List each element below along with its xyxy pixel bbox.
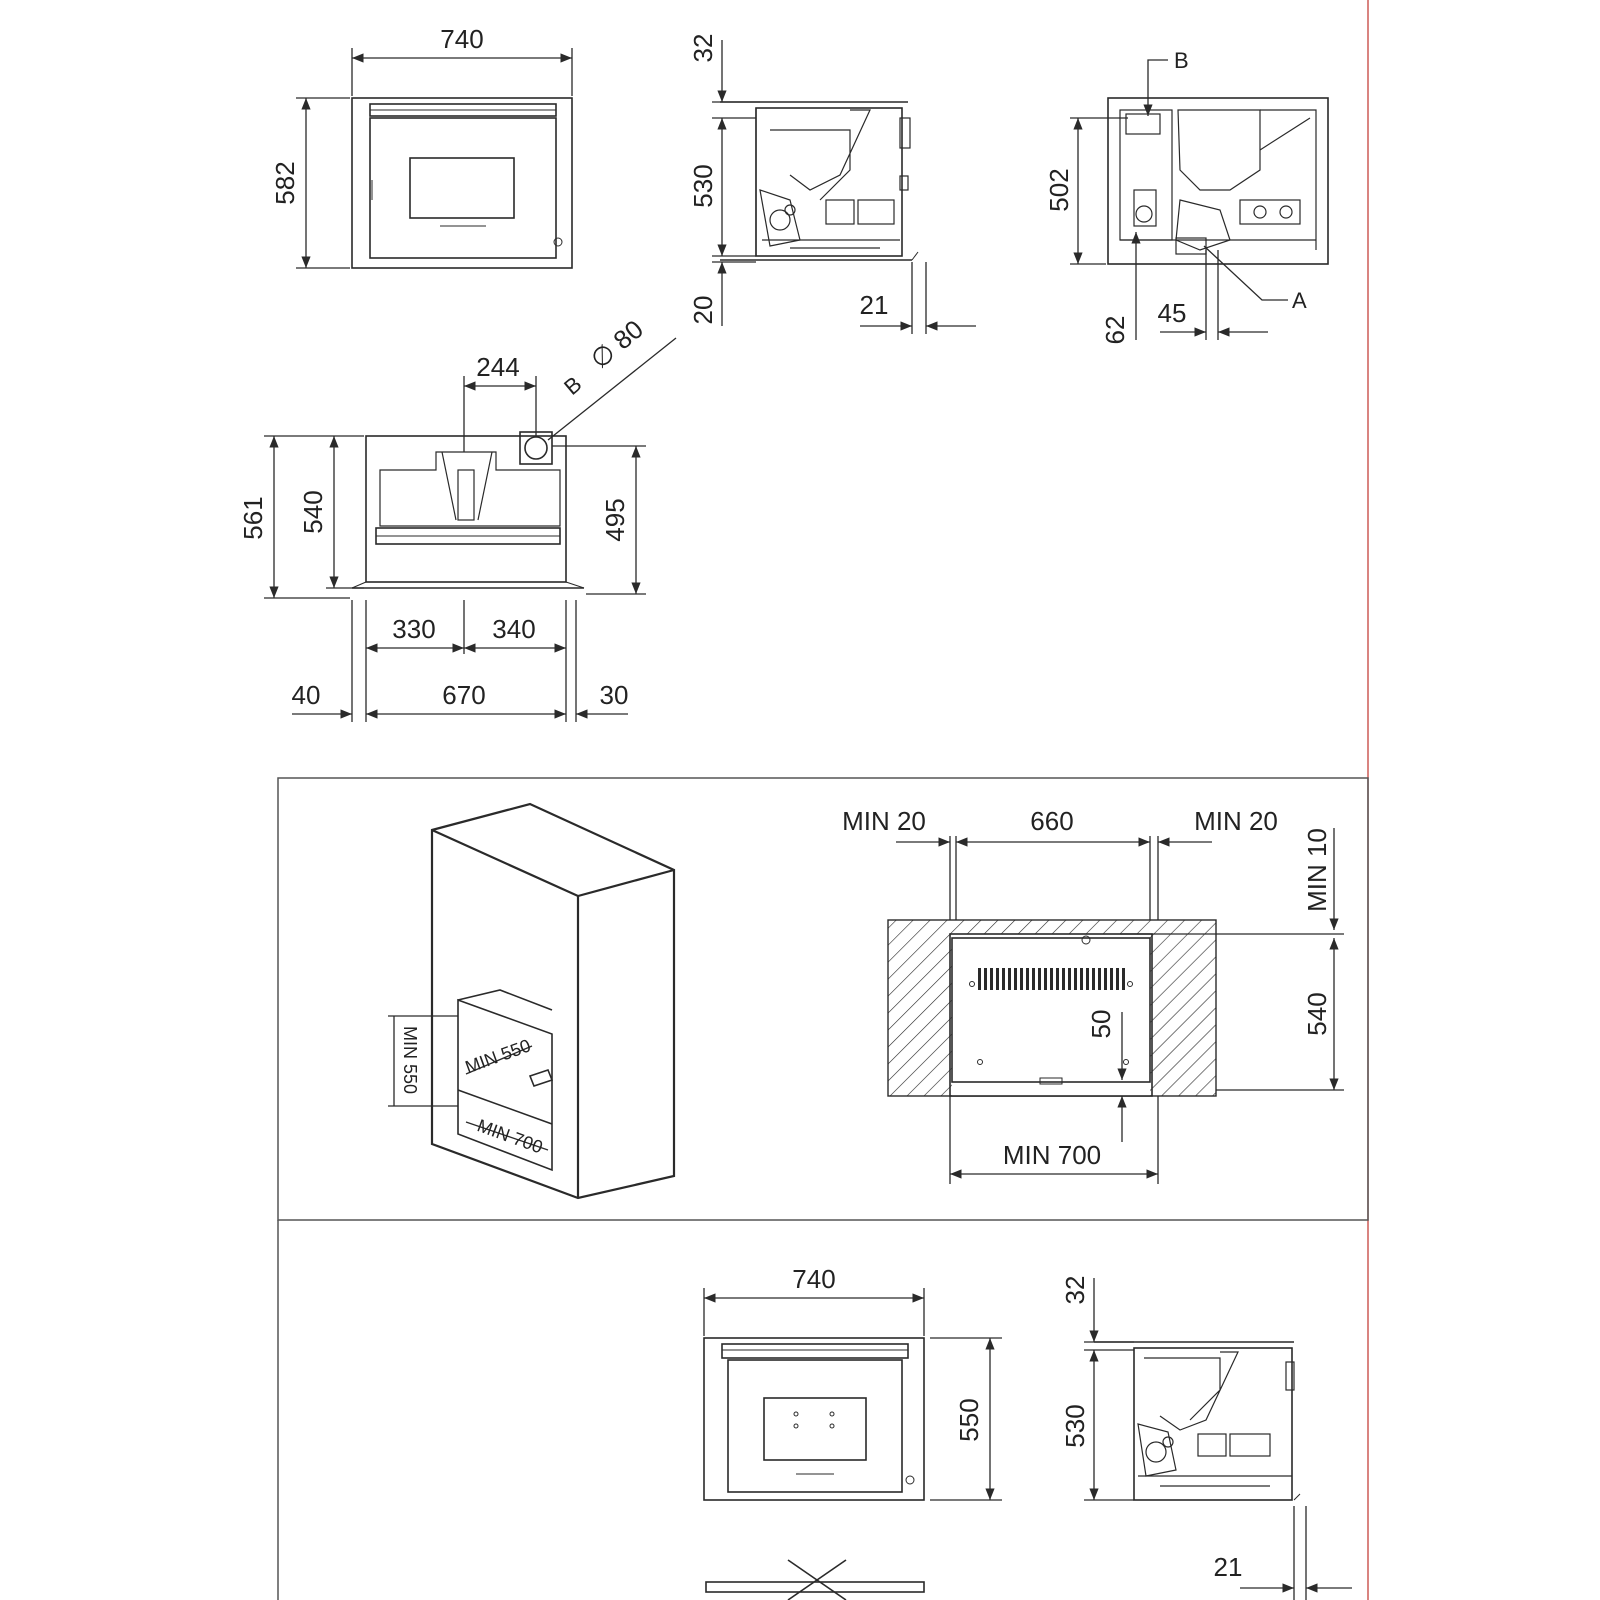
rear-top-offset-label: 45 [1158, 298, 1187, 328]
front-top-height-label: 582 [270, 161, 300, 204]
plan-flue-offset-label: 244 [476, 352, 519, 382]
front-bottom-height-label: 550 [954, 1398, 984, 1441]
niche-plan-min-right: MIN 20 [1194, 806, 1278, 836]
vent-grille [978, 968, 1128, 990]
rear-top-label-a: A [1292, 288, 1307, 313]
plan-right-margin-label: 30 [600, 680, 629, 710]
niche-plan-vent-offset: 50 [1086, 1010, 1116, 1039]
side-top-depth-label: 21 [860, 290, 889, 320]
niche-plan-min-left: MIN 20 [842, 806, 926, 836]
plan-left-half-label: 330 [392, 614, 435, 644]
plan-body-width-label: 670 [442, 680, 485, 710]
front-top-width-label: 740 [440, 24, 483, 54]
rear-top-base-label: 62 [1100, 316, 1130, 345]
side-view-bottom: 32 530 21 [1060, 1276, 1352, 1600]
plan-flue-label: B [559, 371, 586, 400]
front-bottom-width-label: 740 [792, 1264, 835, 1294]
plan-right-half-label: 340 [492, 614, 535, 644]
front-view-top: 740 582 [270, 24, 573, 269]
niche-iso-min-height: MIN 550 [400, 1026, 420, 1094]
niche-plan: MIN 20 660 MIN 20 MIN 10 540 50 MIN 700 [842, 806, 1344, 1184]
side-top-height-label: 530 [688, 164, 718, 207]
niche-iso-min-width: MIN 700 [475, 1115, 546, 1157]
side-bottom-depth-label: 21 [1214, 1552, 1243, 1582]
niche-plan-min-top: MIN 10 [1302, 828, 1332, 912]
plan-depth-total-label: 561 [238, 496, 268, 539]
niche-iso-min-depth: MIN 550 [463, 1035, 534, 1077]
rear-top-height-label: 502 [1044, 168, 1074, 211]
rear-view-top: B A 502 62 45 [1044, 48, 1329, 345]
side-view-top: 32 530 20 21 [688, 34, 976, 334]
niche-plan-depth: 540 [1302, 992, 1332, 1035]
side-top-offset-label: 32 [688, 34, 718, 63]
front-view-bottom: 740 550 [703, 1264, 1002, 1600]
side-top-bottom-label: 20 [688, 296, 718, 325]
rear-top-label-b: B [1174, 48, 1189, 73]
plan-depth-flue-label: 495 [600, 498, 630, 541]
plan-depth-body-label: 540 [298, 490, 328, 533]
niche-panel-frame [277, 777, 1369, 1221]
plan-flue-diameter: ∅ 80 [585, 314, 649, 375]
side-bottom-height-label: 530 [1060, 1404, 1090, 1447]
niche-isometric: MIN 550 MIN 550 MIN 700 [388, 802, 676, 1200]
plan-left-margin-label: 40 [292, 680, 321, 710]
plan-view-top: B ∅ 80 244 561 540 495 330 340 40 [238, 314, 677, 722]
niche-plan-width: 660 [1030, 806, 1073, 836]
niche-plan-min-width: MIN 700 [1003, 1140, 1101, 1170]
side-bottom-offset-label: 32 [1060, 1276, 1090, 1305]
